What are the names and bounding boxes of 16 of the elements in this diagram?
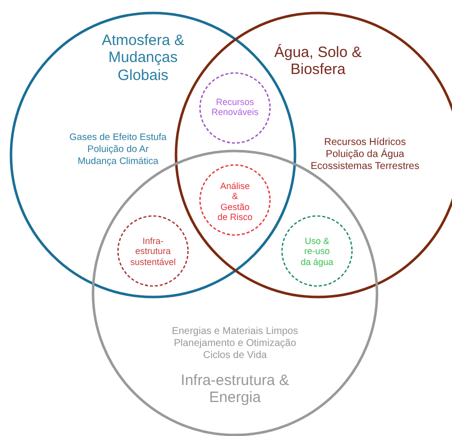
circle-label: Análise & Gestão de Risco [217,181,253,222]
topic-item: Recursos Hídricos [323,137,407,148]
topic-item: Poluição do Ar [86,145,150,156]
circle-label: Recursos Renováveis [210,97,260,118]
circle-title: Água, Solo & Biosfera [273,44,363,78]
topic-item: Poluição da Água [324,149,406,160]
topic-item: Ecossistemas Terrestres [310,161,420,172]
topic-item: Gases de Efeito Estufa [68,133,168,144]
circle-title: Infra-estrutura & Energia [180,372,290,406]
circle-label: Infra-estrutura sustentável [129,236,177,268]
circle-title: Atmosfera & Mudanças Globais [100,32,186,84]
topic-item: Mudança Climática [76,157,160,168]
circle-label: Uso & re-uso da água [300,236,334,268]
topic-item: Energias e Materiais Limpos [170,326,300,338]
topic-item: Ciclos de Vida [202,350,268,362]
topic-item: Planejamento e Otimização [172,338,298,350]
